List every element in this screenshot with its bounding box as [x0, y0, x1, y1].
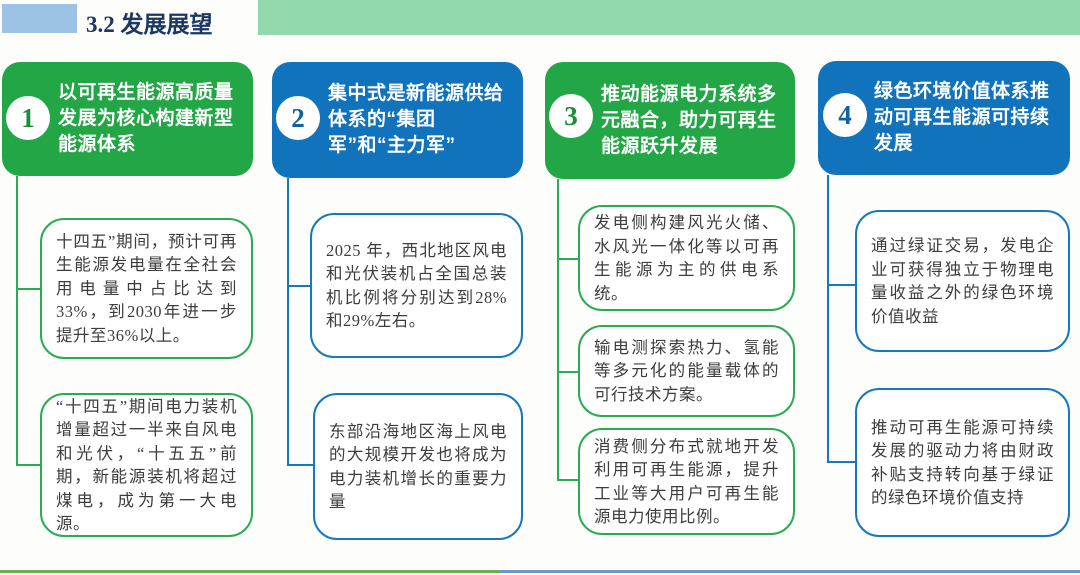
step2-detail-text-2: 东部沿海地区海上风电的大规模开发也将成为电力装机增长的重要力量: [329, 421, 507, 512]
step1-detail-text-2: “十四五”期间电力装机增量超过一半来自风电和光伏，“十五五”前期，新能源装机将超…: [56, 396, 237, 534]
step4-connector-branch2: [827, 461, 855, 463]
step2-detail-box-2: 东部沿海地区海上风电的大规模开发也将成为电力装机增长的重要力量: [313, 393, 523, 540]
step1-number-badge: 1: [6, 96, 50, 140]
step1-header-text: 以可再生能源高质量发展为核心构建新型能源体系: [58, 82, 234, 155]
bottom-strip-green: [0, 570, 500, 573]
step3-detail-box-1: 发电侧构建风光火储、水风光一体化等以可再生能源为主的供电系统。: [578, 205, 795, 311]
title-accent-block: [2, 4, 77, 33]
step3-header-text: 推动能源电力系统多元融合，助力可再生能源跃升发展: [601, 83, 777, 157]
step3-connector-trunk: [557, 179, 559, 481]
step3-connector-branch3: [557, 479, 578, 481]
step2-header-text: 集中式是新能源供给体系的“集团军”和“主力军”: [328, 83, 504, 156]
step4-connector-trunk: [827, 175, 829, 463]
step4-number-badge: 4: [823, 93, 867, 137]
step3-detail-text-1: 发电侧构建风光火储、水风光一体化等以可再生能源为主的供电系统。: [594, 213, 779, 303]
step3-detail-box-2: 输电测探索热力、氢能等多元化的能量载体的可行技术方案。: [578, 325, 795, 417]
step2-connector-trunk: [287, 178, 289, 466]
step4-header-text: 绿色环境价值体系推动可再生能源可持续发展: [874, 81, 1050, 154]
step3-number: 3: [564, 100, 578, 131]
step4-detail-box-1: 通过绿证交易，发电企业可获得独立于物理电量收益之外的绿色环境价值收益: [855, 210, 1070, 352]
step3-connector-branch2: [557, 371, 578, 373]
step2-detail-text-1: 2025 年，西北地区风电和光伏装机占全国总装机比例将分别达到28%和29%左右…: [326, 240, 507, 331]
step2-number-badge: 2: [276, 96, 320, 140]
slide-title: 3.2 发展展望: [86, 12, 213, 37]
step4-detail-text-2: 推动可再生能源可持续发展的驱动力将由财政补贴支持转向基于绿证的绿色环境价值支持: [871, 417, 1054, 508]
bottom-strip-blue: [500, 570, 1080, 573]
step1-detail-text-1: 十四五”期间，预计可再生能源发电量在全社会用电量中占比达到33%，到2030年进…: [56, 231, 237, 345]
step2-connector-branch2: [287, 464, 313, 466]
step1-detail-box-1: 十四五”期间，预计可再生能源发电量在全社会用电量中占比达到33%，到2030年进…: [40, 218, 253, 359]
step4-number: 4: [838, 99, 852, 130]
step4-detail-box-2: 推动可再生能源可持续发展的驱动力将由财政补贴支持转向基于绿证的绿色环境价值支持: [855, 388, 1070, 537]
step1-detail-box-2: “十四五”期间电力装机增量超过一半来自风电和光伏，“十五五”前期，新能源装机将超…: [40, 393, 253, 537]
step1-connector-trunk: [16, 176, 18, 466]
step3-number-badge: 3: [549, 94, 593, 138]
step1-number: 1: [21, 102, 35, 133]
step2-connector-branch1: [287, 285, 310, 287]
step3-detail-text-2: 输电测探索热力、氢能等多元化的能量载体的可行技术方案。: [594, 337, 779, 404]
step1-connector-branch2: [16, 464, 40, 466]
step3-connector-branch1: [557, 258, 578, 260]
step3-detail-box-3: 消费侧分布式就地开发利用可再生能源，提升工业等大用户可再生能源电力使用比例。: [578, 428, 795, 535]
step2-detail-box-1: 2025 年，西北地区风电和光伏装机占全国总装机比例将分别达到28%和29%左右…: [310, 213, 523, 358]
top-green-band: [258, 0, 1080, 35]
step4-detail-text-1: 通过绿证交易，发电企业可获得独立于物理电量收益之外的绿色环境价值收益: [871, 236, 1054, 326]
step4-connector-branch1: [827, 284, 855, 286]
step1-connector-branch1: [16, 288, 40, 290]
step3-detail-text-3: 消费侧分布式就地开发利用可再生能源，提升工业等大用户可再生能源电力使用比例。: [594, 436, 779, 527]
step2-number: 2: [291, 102, 305, 133]
